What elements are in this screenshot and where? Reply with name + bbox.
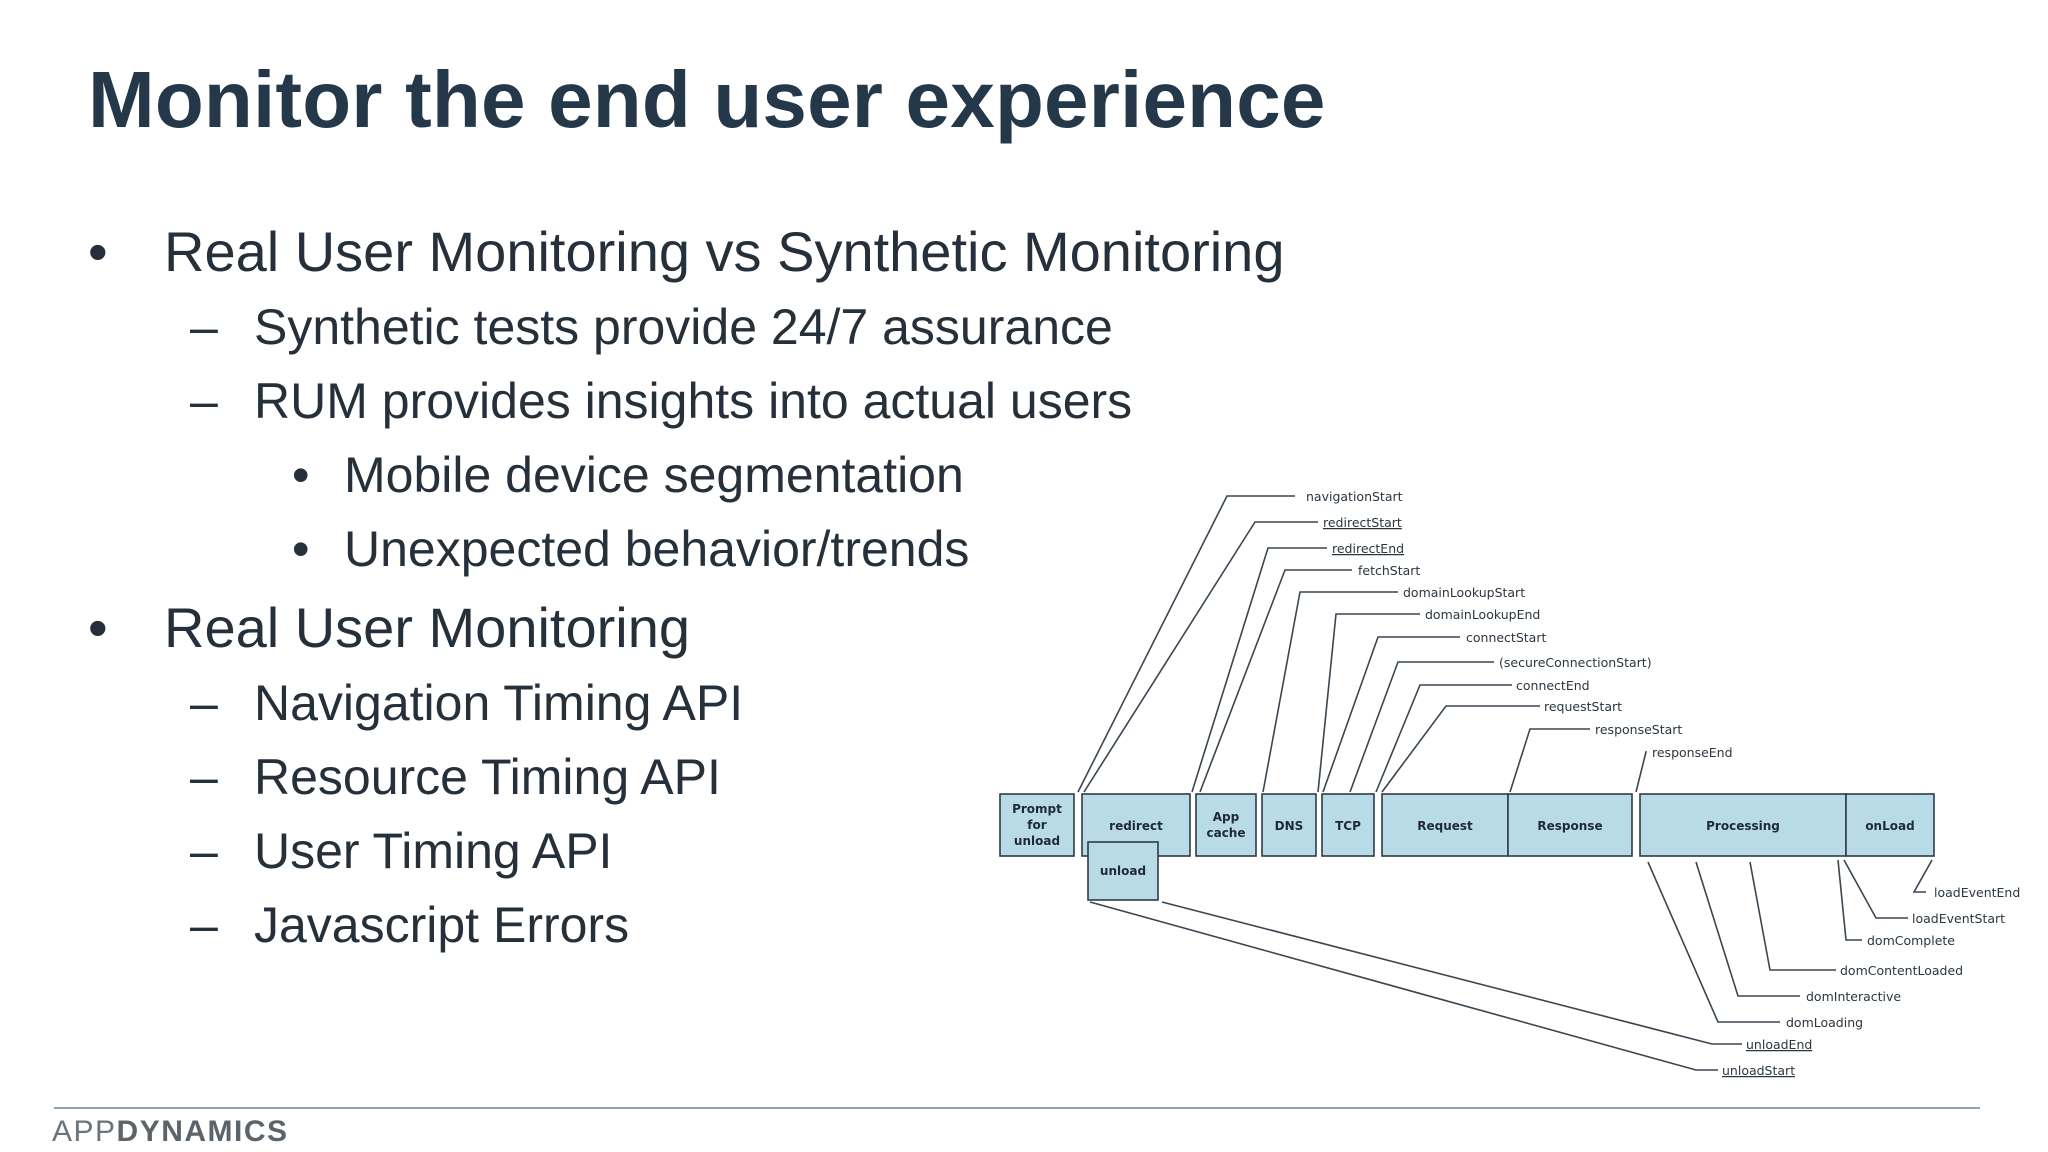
line-domcontentloaded bbox=[1749, 861, 1836, 971]
logo-text-bold: DYNAMICS bbox=[116, 1115, 289, 1148]
label-onload: onLoad bbox=[1865, 819, 1914, 833]
line-loadeventend bbox=[1912, 859, 1933, 893]
box-unload bbox=[1087, 841, 1159, 901]
label-tcp: TCP bbox=[1335, 819, 1361, 833]
box-request bbox=[1381, 793, 1509, 857]
bottom-event-labels: loadEventEnd loadEventStart domComplete … bbox=[1722, 885, 2020, 1078]
label-unloadstart: unloadStart bbox=[1722, 1063, 1795, 1078]
label-dns: DNS bbox=[1275, 819, 1304, 833]
label-loadeventend: loadEventEnd bbox=[1934, 885, 2020, 900]
box-labels: Prompt for unload redirect unload App ca… bbox=[1012, 802, 1915, 878]
bullet-text: Navigation Timing API bbox=[254, 675, 744, 731]
footer-divider bbox=[54, 1107, 1980, 1109]
label-navigationstart: navigationStart bbox=[1306, 489, 1403, 504]
line-domainlookupstart bbox=[1262, 591, 1398, 793]
line-loadeventstart bbox=[1843, 859, 1908, 919]
label-connectstart: connectStart bbox=[1466, 630, 1546, 645]
label-prompt-1: Prompt bbox=[1012, 802, 1062, 816]
label-prompt-3: unload bbox=[1014, 834, 1060, 848]
label-responseend: responseEnd bbox=[1652, 745, 1733, 760]
label-domcontentloaded: domContentLoaded bbox=[1840, 963, 1963, 978]
bullet-text: Real User Monitoring bbox=[164, 596, 690, 659]
box-processing bbox=[1639, 793, 1847, 857]
label-processing: Processing bbox=[1706, 819, 1780, 833]
line-domainlookupend bbox=[1317, 613, 1420, 793]
logo-text-light: APP bbox=[52, 1115, 117, 1148]
label-connectend: connectEnd bbox=[1516, 678, 1590, 693]
label-redirect: redirect bbox=[1109, 819, 1163, 833]
line-unloadstart bbox=[1089, 901, 1718, 1071]
line-navigationstart bbox=[1077, 495, 1295, 793]
bullet-marker: • bbox=[292, 521, 310, 577]
bullet-text: Unexpected behavior/trends bbox=[344, 521, 970, 577]
dash-marker: – bbox=[190, 373, 218, 429]
box-prompt-for-unload bbox=[999, 793, 1075, 857]
label-request: Request bbox=[1417, 819, 1473, 833]
line-domloading bbox=[1647, 861, 1780, 1023]
line-requeststart bbox=[1381, 705, 1540, 793]
box-dns bbox=[1261, 793, 1317, 857]
connector-lines bbox=[1077, 495, 1933, 1071]
label-app-cache-1: App bbox=[1213, 810, 1240, 824]
label-requeststart: requestStart bbox=[1544, 699, 1622, 714]
label-unloadend: unloadEnd bbox=[1746, 1037, 1812, 1052]
label-unload: unload bbox=[1100, 864, 1146, 878]
line-unloadend bbox=[1161, 901, 1742, 1045]
label-dominteractive: domInteractive bbox=[1806, 989, 1901, 1004]
box-onload bbox=[1845, 793, 1935, 857]
line-dominteractive bbox=[1695, 861, 1800, 997]
box-app-cache bbox=[1195, 793, 1257, 857]
bullet-marker: • bbox=[292, 447, 310, 503]
line-connectend bbox=[1375, 684, 1512, 793]
top-event-labels: navigationStart redirectStart redirectEn… bbox=[1306, 489, 1733, 760]
line-secureconnectionstart bbox=[1349, 661, 1494, 793]
bullet-text: Javascript Errors bbox=[254, 897, 630, 953]
line-domcomplete bbox=[1837, 859, 1862, 941]
line-redirectend bbox=[1191, 547, 1327, 793]
bullet-text: Resource Timing API bbox=[254, 749, 721, 805]
label-redirectend: redirectEnd bbox=[1332, 541, 1404, 556]
label-domcomplete: domComplete bbox=[1867, 933, 1955, 948]
bullet-marker: • bbox=[88, 596, 108, 659]
bullet-text: Synthetic tests provide 24/7 assurance bbox=[254, 299, 1113, 355]
line-fetchstart bbox=[1199, 569, 1352, 793]
line-redirectstart bbox=[1083, 521, 1318, 793]
label-fetchstart: fetchStart bbox=[1358, 563, 1420, 578]
timing-boxes bbox=[999, 793, 1935, 901]
box-response bbox=[1507, 793, 1633, 857]
bullet-text: Mobile device segmentation bbox=[344, 447, 964, 503]
box-tcp bbox=[1321, 793, 1375, 857]
label-prompt-2: for bbox=[1027, 818, 1046, 832]
dash-marker: – bbox=[190, 897, 218, 953]
label-response: Response bbox=[1537, 819, 1602, 833]
dash-marker: – bbox=[190, 675, 218, 731]
label-responsestart: responseStart bbox=[1595, 722, 1682, 737]
label-domainlookupstart: domainLookupStart bbox=[1403, 585, 1525, 600]
bullet-text: RUM provides insights into actual users bbox=[254, 373, 1133, 429]
line-connectstart bbox=[1322, 636, 1460, 793]
label-secureconnectionstart: (secureConnectionStart) bbox=[1499, 655, 1652, 670]
bullet-text: User Timing API bbox=[254, 823, 613, 879]
label-domainlookupend: domainLookupEnd bbox=[1425, 607, 1540, 622]
slide-title: Monitor the end user experience bbox=[88, 55, 1326, 144]
label-loadeventstart: loadEventStart bbox=[1912, 911, 2005, 926]
bullet-text: Real User Monitoring vs Synthetic Monito… bbox=[164, 220, 1285, 283]
dash-marker: – bbox=[190, 749, 218, 805]
dash-marker: – bbox=[190, 299, 218, 355]
line-responseend bbox=[1635, 751, 1648, 793]
bullet-marker: • bbox=[88, 220, 108, 283]
label-domloading: domLoading bbox=[1786, 1015, 1863, 1030]
dash-marker: – bbox=[190, 823, 218, 879]
appdynamics-logo: APPDYNAMICS bbox=[52, 1115, 289, 1149]
label-app-cache-2: cache bbox=[1206, 826, 1245, 840]
line-responsestart bbox=[1509, 728, 1590, 793]
label-redirectstart: redirectStart bbox=[1323, 515, 1402, 530]
